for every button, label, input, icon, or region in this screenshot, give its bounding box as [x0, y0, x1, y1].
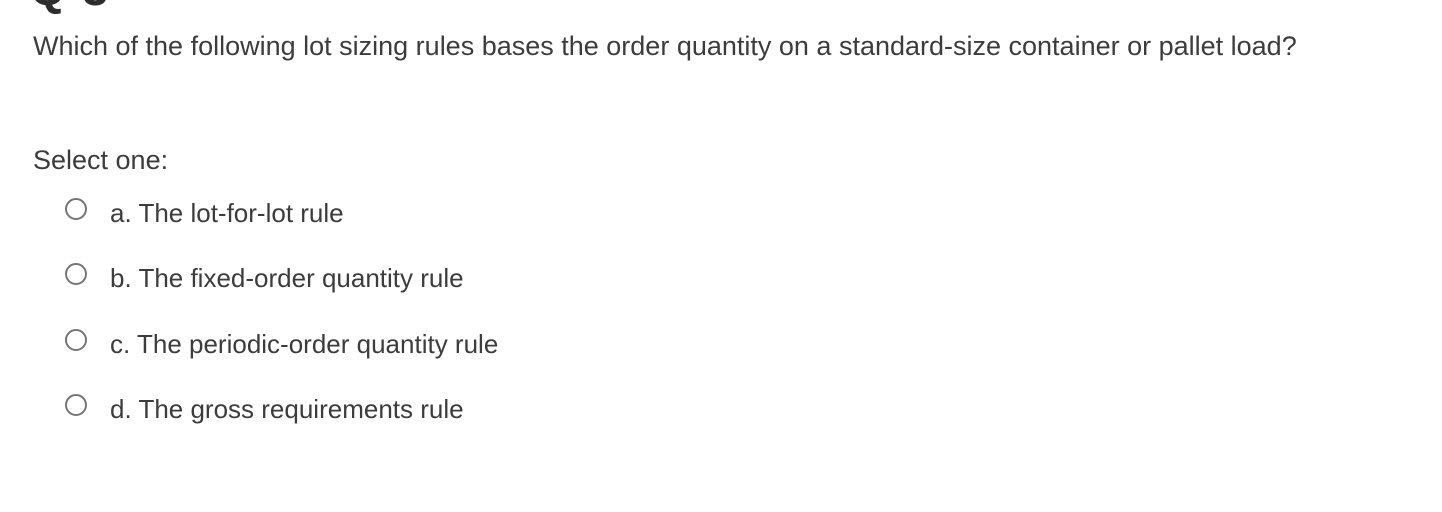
option-row-d[interactable]: d. The gross requirements rule	[0, 393, 464, 425]
option-label-a[interactable]: a. The lot-for-lot rule	[110, 198, 344, 228]
radio-button-b[interactable]	[65, 263, 87, 285]
select-one-prompt: Select one:	[33, 145, 169, 175]
option-row-c[interactable]: c. The periodic-order quantity rule	[0, 328, 498, 360]
radio-button-c[interactable]	[65, 329, 87, 351]
radio-button-d[interactable]	[65, 394, 87, 416]
radio-button-a[interactable]	[65, 198, 87, 220]
option-row-b[interactable]: b. The fixed-order quantity rule	[0, 262, 464, 294]
question-number: Q 3	[30, 0, 110, 12]
option-label-d[interactable]: d. The gross requirements rule	[110, 394, 464, 424]
option-label-c[interactable]: c. The periodic-order quantity rule	[110, 329, 499, 359]
option-row-a[interactable]: a. The lot-for-lot rule	[0, 197, 344, 229]
question-text: Which of the following lot sizing rules …	[33, 31, 1297, 61]
option-label-b[interactable]: b. The fixed-order quantity rule	[110, 263, 464, 293]
